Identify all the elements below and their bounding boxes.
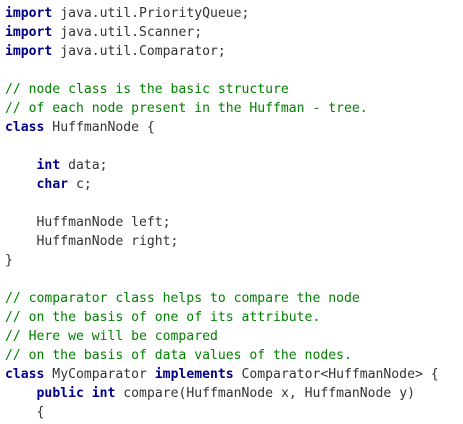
code-line: HuffmanNode left;: [5, 213, 463, 232]
code-token-keyword: class: [5, 120, 45, 135]
code-line: // comparator class helps to compare the…: [5, 289, 463, 308]
code-line: {: [5, 403, 463, 422]
code-token-plain: compare(HuffmanNode x, HuffmanNode y): [115, 386, 415, 401]
code-line: }: [5, 251, 463, 270]
code-token-plain: Comparator<HuffmanNode> {: [233, 367, 439, 382]
code-token-plain: {: [5, 405, 45, 420]
code-token-plain: data;: [60, 158, 108, 173]
code-line: int data;: [5, 156, 463, 175]
code-token-plain: }: [5, 253, 13, 268]
code-token-plain: java.util.Scanner;: [52, 25, 203, 40]
code-token-keyword: class: [5, 367, 45, 382]
code-token-comment: // on the basis of one of its attribute.: [5, 310, 321, 325]
code-line: [5, 61, 463, 80]
code-line: class MyComparator implements Comparator…: [5, 365, 463, 384]
code-token-keyword: char: [36, 177, 69, 192]
code-token-keyword: import: [5, 44, 53, 59]
code-token-plain: [5, 158, 37, 173]
code-line: // on the basis of data values of the no…: [5, 346, 463, 365]
code-block: import java.util.PriorityQueue;import ja…: [5, 4, 463, 422]
code-token-keyword: int: [36, 158, 61, 173]
code-line: // of each node present in the Huffman -…: [5, 99, 463, 118]
code-token-plain: HuffmanNode left;: [5, 215, 171, 230]
code-token-keyword: import: [5, 6, 53, 21]
code-line: [5, 137, 463, 156]
code-line: HuffmanNode right;: [5, 232, 463, 251]
code-token-comment: // Here we will be compared: [5, 329, 218, 344]
code-token-plain: HuffmanNode right;: [5, 234, 179, 249]
code-line: char c;: [5, 175, 463, 194]
code-token-keyword: implements: [154, 367, 234, 382]
code-line: import java.util.Comparator;: [5, 42, 463, 61]
code-token-plain: java.util.PriorityQueue;: [52, 6, 250, 21]
code-line: [5, 270, 463, 289]
code-token-comment: // on the basis of data values of the no…: [5, 348, 352, 363]
code-line: class HuffmanNode {: [5, 118, 463, 137]
code-token-plain: HuffmanNode {: [44, 120, 155, 135]
code-token-keyword: public: [36, 386, 84, 401]
code-token-comment: // node class is the basic structure: [5, 82, 289, 97]
code-token-plain: java.util.Comparator;: [52, 44, 226, 59]
code-token-comment: // of each node present in the Huffman -…: [5, 101, 368, 116]
code-line: [5, 194, 463, 213]
code-token-plain: [5, 386, 37, 401]
code-line: import java.util.Scanner;: [5, 23, 463, 42]
code-line: // node class is the basic structure: [5, 80, 463, 99]
code-line: // on the basis of one of its attribute.: [5, 308, 463, 327]
code-token-plain: c;: [68, 177, 92, 192]
code-token-plain: [5, 177, 37, 192]
code-token-keyword: int: [91, 386, 116, 401]
code-line: import java.util.PriorityQueue;: [5, 4, 463, 23]
code-line: // Here we will be compared: [5, 327, 463, 346]
code-token-keyword: import: [5, 25, 53, 40]
code-line: public int compare(HuffmanNode x, Huffma…: [5, 384, 463, 403]
code-token-comment: // comparator class helps to compare the…: [5, 291, 360, 306]
code-token-plain: [84, 386, 92, 401]
code-token-plain: MyComparator: [44, 367, 155, 382]
